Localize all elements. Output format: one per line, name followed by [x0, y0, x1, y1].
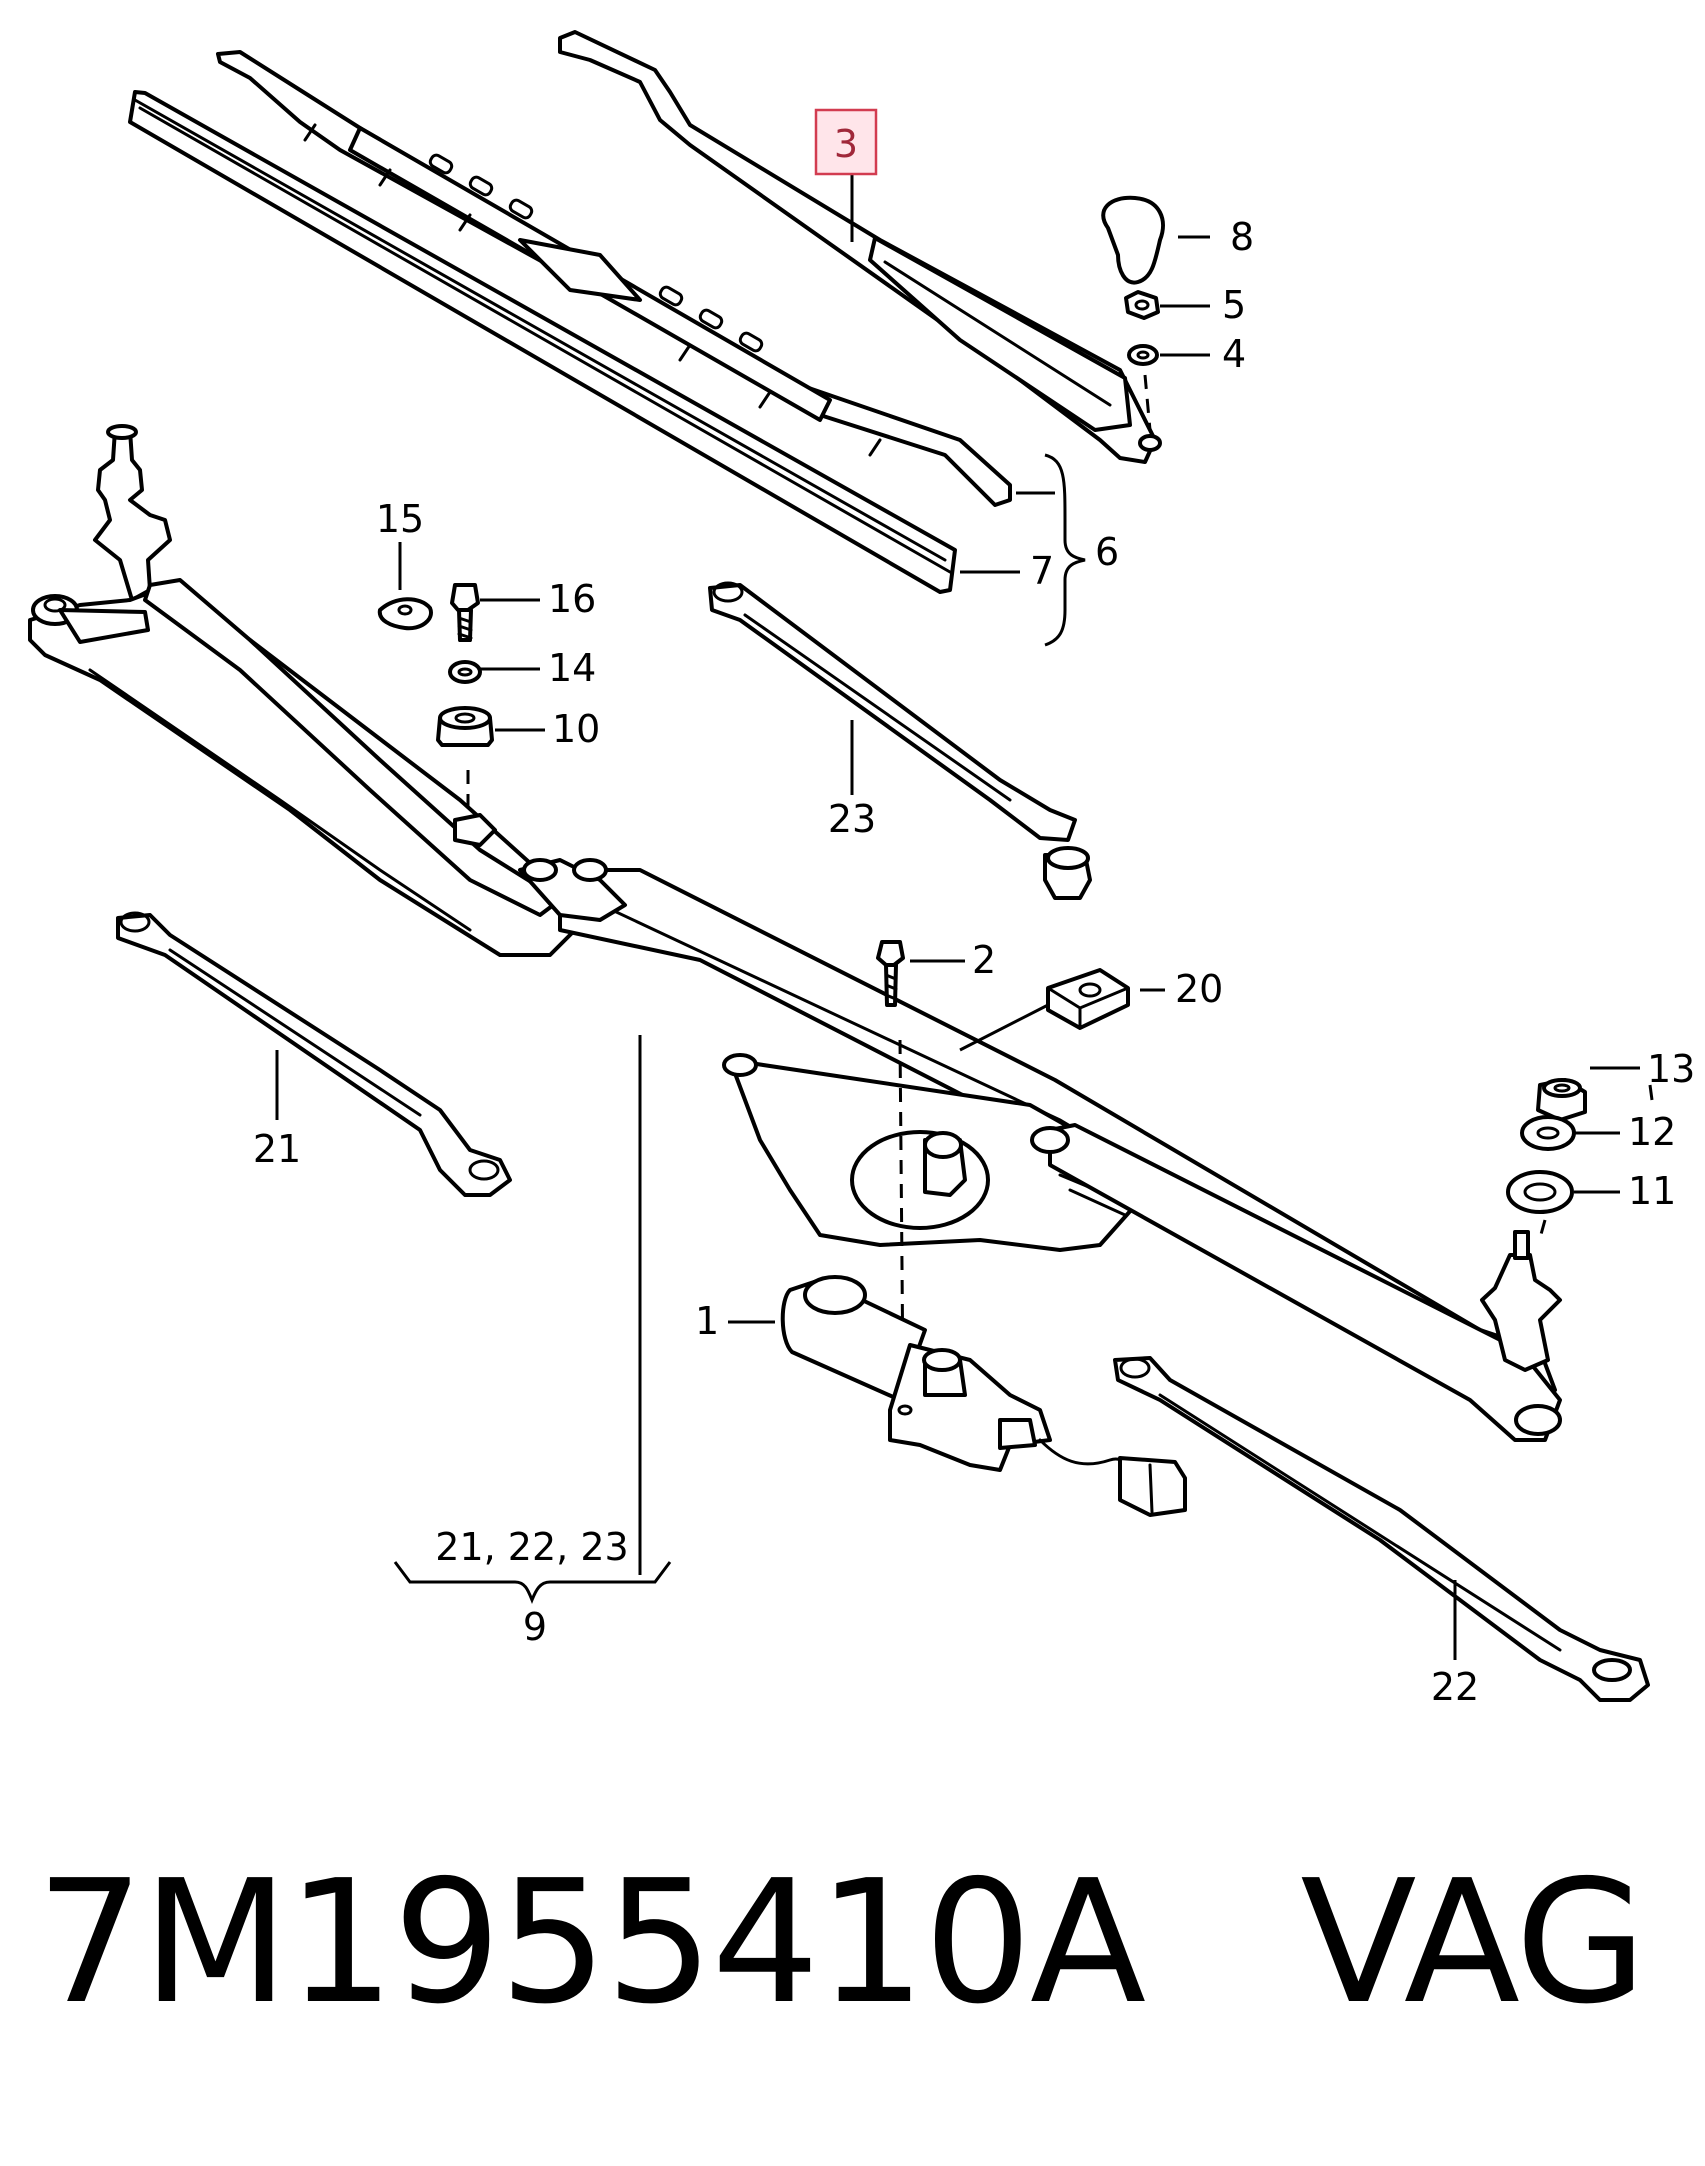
callout-9-group: 21, 22, 23: [435, 1525, 628, 1569]
callout-labels: 8 5 4 6 7 15 16 14 10 23 2 20 21 13 12 1…: [253, 215, 1696, 1709]
arm-nut: [1124, 290, 1160, 320]
parts-diagram: 3 8 5 4 6 7 15 16 14 10 23 2 20 21 13 12…: [28, 30, 1696, 1709]
callout-11: 11: [1628, 1169, 1676, 1213]
part-number-caption: 7M1955410A VAG: [36, 1844, 1647, 2042]
callout-13: 13: [1647, 1047, 1695, 1091]
pivot-washer-small: [1520, 1115, 1576, 1151]
wiper-blade: [216, 50, 1012, 507]
callout-label: 3: [834, 122, 858, 166]
callout-23: 23: [828, 797, 876, 841]
callout-10: 10: [552, 707, 600, 751]
callout-9: 9: [523, 1605, 547, 1649]
arm-washer: [1127, 344, 1159, 366]
rubber-bush: [436, 706, 494, 747]
callout-14: 14: [548, 646, 596, 690]
callout-16: 16: [548, 577, 596, 621]
callout-8: 8: [1230, 215, 1254, 259]
pivot-washer-large: [1506, 1170, 1574, 1214]
callout-3-highlight[interactable]: 3: [814, 108, 878, 176]
callout-7: 7: [1030, 549, 1054, 593]
mount-washer: [448, 660, 482, 684]
callout-5: 5: [1222, 283, 1246, 327]
clip: [377, 597, 433, 631]
wiper-arm: [558, 30, 1162, 464]
arm-cap: [1101, 195, 1165, 285]
pivot-nut: [1536, 1078, 1587, 1122]
callout-20: 20: [1175, 967, 1223, 1011]
callout-15: 15: [376, 497, 424, 541]
callout-22: 22: [1431, 1665, 1479, 1709]
wiper-linkage-frame: [28, 424, 1562, 1442]
callout-1: 1: [695, 1299, 719, 1343]
rubber-pad: [1046, 968, 1130, 1030]
motor-bolt: [876, 940, 905, 1007]
wiper-motor: [780, 1275, 1187, 1517]
callout-12: 12: [1628, 1110, 1676, 1154]
mount-bolt: [450, 583, 480, 642]
callout-21: 21: [253, 1127, 301, 1171]
linkage-rod-21: [116, 911, 512, 1197]
wiper-rubber-strip: [128, 90, 957, 594]
leader-lines: [275, 162, 1654, 1660]
linkage-rod-22: [1113, 1356, 1650, 1702]
callout-6: 6: [1095, 530, 1119, 574]
linkage-rod-23: [708, 581, 1092, 900]
callout-2: 2: [972, 938, 996, 982]
callout-4: 4: [1222, 332, 1246, 376]
